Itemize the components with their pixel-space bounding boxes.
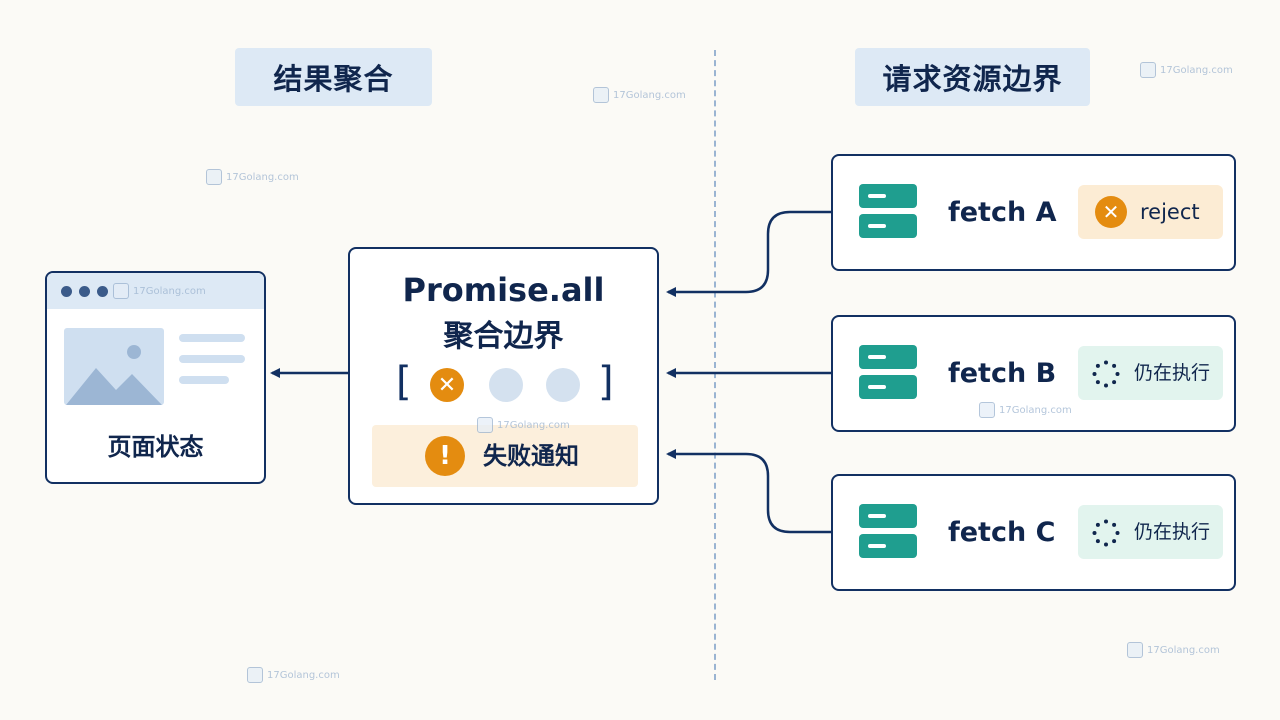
watermark: 17Golang.com [593,87,686,103]
pending-result-icon [489,368,523,402]
fetch-c-label: fetch C [948,517,1056,548]
window-dot-icon [61,286,72,297]
arrow-fetch-c [666,449,832,534]
page-state-label: 页面状态 [107,433,204,461]
section-divider [714,50,716,680]
left-section-title: 结果聚合 [235,48,432,106]
page-state-card: 页面状态 [45,271,266,484]
array-close-bracket: ] [598,359,614,405]
status-badge-running: 仍在执行 [1078,346,1223,400]
status-badge-running: 仍在执行 [1078,505,1223,559]
failure-notice: ! 失败通知 [372,425,638,487]
right-section-title: 请求资源边界 [855,48,1090,106]
text-line-placeholder [179,355,245,363]
status-text: 仍在执行 [1134,521,1211,543]
text-line-placeholder [179,376,229,384]
watermark: 17Golang.com [206,169,299,185]
spinner-icon [1092,360,1120,388]
watermark: 17Golang.com [1140,62,1233,78]
watermark: 17Golang.com [477,417,570,433]
window-dot-icon [97,286,108,297]
spinner-icon [1092,519,1120,547]
fetch-b-label: fetch B [948,358,1057,389]
status-badge-reject: ✕ reject [1078,185,1223,239]
server-icon [859,184,917,244]
aggregator-title: Promise.all [402,271,605,309]
watermark: 17Golang.com [113,283,206,299]
x-circle-icon: ✕ [1095,196,1127,228]
failure-notice-label: 失败通知 [483,442,579,470]
fetch-c-card: fetch C 仍在执行 [831,474,1236,591]
server-icon [859,345,917,405]
exclamation-icon: ! [425,436,465,476]
watermark: 17Golang.com [247,667,340,683]
text-line-placeholder [179,334,245,342]
browser-titlebar [47,273,264,309]
window-dot-icon [79,286,90,297]
rejected-result-icon: ✕ [430,368,464,402]
image-placeholder-icon [64,328,164,405]
watermark: 17Golang.com [979,402,1072,418]
watermark: 17Golang.com [1127,642,1220,658]
arrow-fetch-a [666,210,832,297]
array-open-bracket: [ [396,359,412,405]
fetch-b-card: fetch B 仍在执行 [831,315,1236,432]
fetch-a-card: fetch A ✕ reject [831,154,1236,271]
status-text: 仍在执行 [1134,362,1211,384]
server-icon [859,504,917,564]
status-text: reject [1140,200,1200,224]
fetch-a-label: fetch A [948,197,1057,228]
pending-result-icon [546,368,580,402]
aggregator-subtitle: 聚合边界 [443,319,564,354]
